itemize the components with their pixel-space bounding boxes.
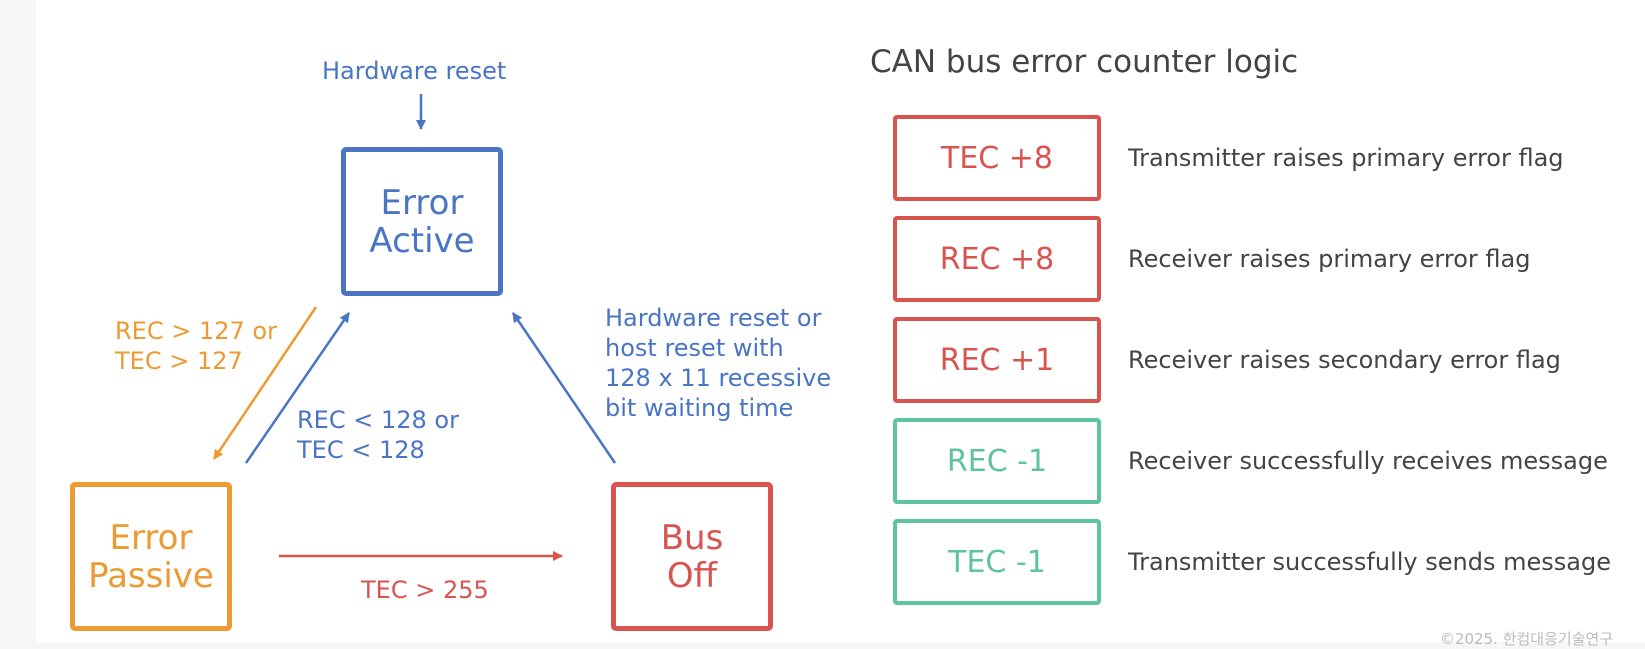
counter-description: Receiver raises secondary error flag (1128, 346, 1561, 374)
counter-label: TEC -1 (893, 519, 1101, 605)
counter-label: REC +8 (893, 216, 1101, 302)
counter-row: REC +1 Receiver raises secondary error f… (893, 317, 1613, 403)
counter-label: TEC +8 (893, 115, 1101, 201)
counter-row: TEC -1 Transmitter successfully sends me… (893, 519, 1613, 605)
bus-off-recovery-condition: Hardware reset or host reset with 128 x … (605, 304, 832, 422)
bus-off-state: Bus Off (611, 482, 773, 631)
error-passive-state: Error Passive (70, 482, 232, 631)
counter-row: REC +8 Receiver raises primary error fla… (893, 216, 1613, 302)
counter-description: Receiver raises primary error flag (1128, 245, 1531, 273)
counter-label: REC +1 (893, 317, 1101, 403)
passive-to-active-arrow (244, 312, 351, 464)
active-to-passive-arrow (212, 306, 318, 460)
diagram-panel (36, 0, 1645, 642)
to-bus-off-condition: TEC > 255 (361, 576, 489, 604)
counter-row: REC -1 Receiver successfully receives me… (893, 418, 1613, 504)
bus-off-to-active-arrow (511, 312, 617, 464)
to-active-condition: REC < 128 or TEC < 128 (297, 406, 459, 464)
counter-description: Transmitter raises primary error flag (1128, 144, 1564, 172)
counter-label: REC -1 (893, 418, 1101, 504)
counter-description: Receiver successfully receives message (1128, 447, 1608, 475)
to-passive-condition: REC > 127 or TEC > 127 (115, 317, 277, 375)
counter-description: Transmitter successfully sends message (1128, 548, 1611, 576)
state-transition-arrows (212, 94, 617, 561)
counter-row: TEC +8 Transmitter raises primary error … (893, 115, 1613, 201)
logic-title: CAN bus error counter logic (870, 44, 1299, 80)
error-active-state: Error Active (341, 147, 503, 296)
copyright-notice: ©2025. 한컴대응기술연구 (1440, 630, 1614, 648)
hardware-reset-label: Hardware reset (322, 57, 507, 85)
